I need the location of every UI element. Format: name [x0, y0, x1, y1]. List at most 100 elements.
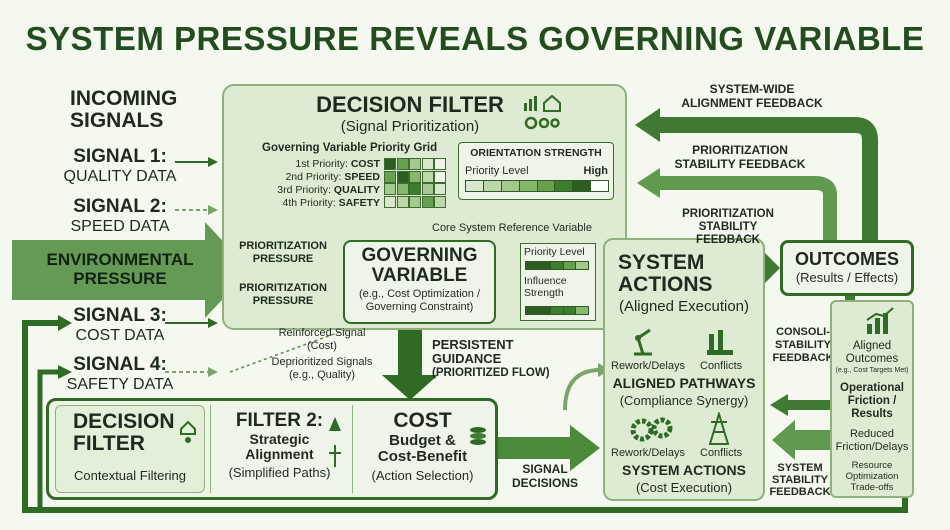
reinforced-signal: Reinforced Signal (Cost) — [262, 327, 382, 353]
priority-grid-cell — [396, 170, 409, 183]
cost-line-1: Budget & — [389, 432, 456, 449]
system-actions-title-1: SYSTEM — [618, 251, 705, 274]
orientation-high: High — [583, 165, 608, 177]
governing-priority-level: Priority Level — [524, 246, 585, 258]
filter-2-line-1: Strategic — [249, 431, 310, 447]
prioritization-feedback-head — [637, 168, 660, 198]
priority-grid — [384, 158, 448, 210]
pp1-line-1: PRIORITIZATION — [239, 240, 327, 252]
signal-1-title: SIGNAL 1: — [73, 146, 167, 167]
filter-2-box: FILTER 2: Strategic Alignment (Simplifie… — [210, 405, 348, 493]
outcomes-title: OUTCOMES — [794, 249, 899, 269]
decision-filter-subtitle: (Signal Prioritization) — [340, 118, 480, 135]
psf-line-1: PRIORITIZATION — [692, 143, 788, 157]
persistent-guidance: PERSISTENT GUIDANCE (PRIORITIZED FLOW) — [432, 338, 550, 380]
power-tower-icon — [708, 412, 730, 445]
ssf-line-2: STABILITY — [771, 474, 828, 486]
of-line-3: Results — [851, 408, 893, 420]
ao-note: (e.g., Cost Targets Met) — [835, 367, 909, 374]
conflicts-label-1: Conflicts — [700, 360, 743, 372]
outcomes-sub: (Results / Effects) — [795, 270, 899, 285]
governing-influence-meter — [525, 306, 589, 315]
system-actions-2-title: SYSTEM ACTIONS — [622, 462, 746, 478]
signal-4-title: SIGNAL 4: — [73, 354, 167, 375]
growth-chart-icon — [866, 307, 894, 334]
cf-line-1: CONSOLI- — [776, 326, 830, 338]
rework-label-1: Rework/Delays — [611, 360, 685, 372]
priority-grid-cell — [409, 170, 421, 183]
signal-3-title: SIGNAL 3: — [73, 305, 167, 326]
priority-1-value: COST — [350, 158, 380, 170]
priority-grid-cell — [421, 158, 434, 170]
system-actions-panel — [603, 238, 765, 501]
signal-1: SIGNAL 1: QUALITY DATA — [60, 146, 180, 186]
deprioritized-line-1: Deprioritized Signals — [271, 356, 373, 368]
decision-filter-2-sub: Contextual Filtering — [74, 468, 186, 483]
ao-line-1: Aligned — [852, 340, 892, 352]
psf-line-2: STABILITY FEEDBACK — [674, 157, 806, 171]
signal-decisions-line-2: DECISIONS — [511, 476, 578, 490]
priority-2-value: SPEED — [344, 171, 380, 183]
operational-friction: Operational Friction / Results — [832, 382, 912, 421]
persistent-line-1: PERSISTENT — [432, 337, 514, 352]
bottom-loop-arrow-2 — [37, 369, 60, 510]
signal-4: SIGNAL 4: SAFETY DATA — [60, 354, 180, 394]
system-stability-feedback-arrow — [772, 420, 830, 460]
bottom-loop-head-2 — [58, 365, 72, 379]
system-actions-title: SYSTEM ACTIONS — [618, 252, 713, 296]
governing-title-1: GOVERNING — [361, 245, 478, 266]
consolidation-feedback-head — [770, 394, 788, 416]
priority-grid-cell — [421, 183, 434, 195]
prioritization-feedback-loop — [655, 176, 837, 250]
signal-2-sub: SPEED DATA — [70, 218, 170, 235]
deprioritized-signals: Deprioritized Signals (e.g., Quality) — [262, 356, 382, 382]
psf2-line-2: STABILITY — [698, 221, 758, 233]
prioritization-stability-feedback-label: PRIORITIZATION STABILITY FEEDBACK — [655, 143, 825, 171]
priority-3: 3rd Priority: QUALITY — [262, 184, 380, 197]
df2-title-1: DECISION — [73, 410, 175, 433]
of-line-1: Operational — [840, 382, 904, 394]
priority-grid-cell — [384, 195, 396, 208]
deprioritized-line-2: (e.g., Quality) — [288, 369, 356, 381]
persistent-guidance-arrow — [382, 322, 438, 400]
governing-sub: (e.g., Cost Optimization / Governing Con… — [345, 288, 494, 314]
env-line-2: PRESSURE — [73, 269, 167, 288]
priority-3-value: QUALITY — [333, 184, 380, 196]
cf-line-2: STABILITY — [774, 339, 831, 351]
governing-sub-1: (e.g., Cost Optimization / — [358, 288, 481, 300]
signal-decisions-label: SIGNAL DECISIONS — [505, 462, 585, 490]
filter-2-title: FILTER 2: — [235, 410, 324, 431]
incoming-heading-line-2: SIGNALS — [70, 109, 164, 132]
rework-label-2: Rework/Delays — [611, 447, 685, 459]
priority-grid-cell — [396, 195, 409, 208]
incoming-heading-line-1: INCOMING — [70, 87, 178, 110]
priority-grid-cell — [409, 195, 421, 208]
environmental-pressure-arrow — [12, 222, 250, 318]
env-line-1: ENVIRONMENTAL — [46, 250, 194, 269]
signal-4-head — [208, 367, 218, 377]
aligned-pathways-title: ALIGNED PATHWAYS — [612, 375, 756, 391]
ao-line-2: Outcomes — [845, 353, 899, 365]
orientation-strength-box: ORIENTATION STRENGTH Priority Level High — [458, 142, 614, 200]
governing-variable-box: GOVERNING VARIABLE (e.g., Cost Optimizat… — [343, 240, 496, 324]
pp2-line-1: PRIORITIZATION — [239, 282, 327, 294]
robot-arm-icon — [634, 328, 652, 356]
priority-grid-cell — [384, 170, 396, 183]
priority-grid-cell — [434, 158, 446, 170]
priority-grid-cell — [384, 158, 396, 170]
reinforced-line-1: Reinforced Signal — [278, 327, 366, 339]
signal-1-head — [208, 157, 218, 167]
signal-2-head — [208, 205, 218, 215]
system-wide-feedback-loop — [655, 117, 878, 250]
signal-decisions-line-1: SIGNAL — [522, 462, 568, 476]
house-gear-icon — [180, 420, 196, 443]
resource-optimization: Resource Optimization Trade-offs — [832, 460, 912, 493]
reinforced-line-2: (Cost) — [307, 340, 337, 352]
psf2-line-1: PRIORITIZATION — [682, 208, 774, 220]
persistent-line-2: GUIDANCE — [432, 351, 502, 366]
pp1-line-2: PRESSURE — [252, 253, 314, 265]
priority-grid-cell — [396, 158, 409, 170]
signal-3-head — [208, 318, 218, 328]
governing-sub-2: Governing Constraint) — [365, 301, 474, 313]
governing-title-2: VARIABLE — [371, 265, 468, 286]
